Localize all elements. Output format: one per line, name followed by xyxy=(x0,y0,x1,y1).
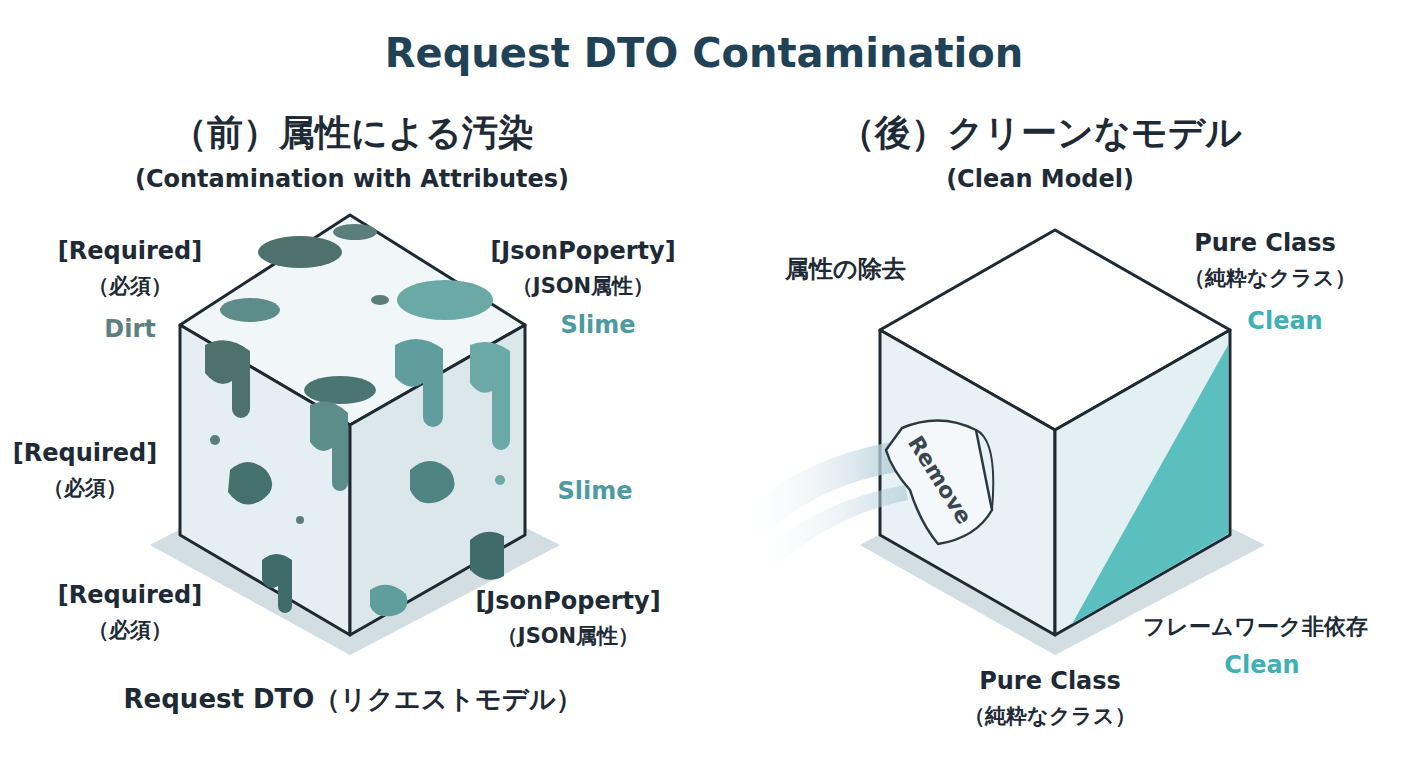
attribute-note: （JSON属性） xyxy=(497,624,639,648)
dirty-dto-cube: Request DTO（リクエストモデル） xyxy=(178,213,528,638)
attribute-name: [Required] xyxy=(58,582,202,610)
slime-spot xyxy=(495,475,505,485)
attribute-note: （必須） xyxy=(88,618,172,642)
dirt-spot xyxy=(371,295,389,305)
section-heading: （前）属性による汚染 xyxy=(171,112,534,153)
dirt-drip xyxy=(310,401,348,491)
dirt-blob xyxy=(220,298,280,322)
dirt-blob xyxy=(258,236,342,268)
cloth-outline xyxy=(886,420,992,544)
action-label: 属性の除去 xyxy=(785,256,906,284)
slime-blob xyxy=(370,585,407,616)
dirt-drip xyxy=(205,340,250,418)
attribute-name: [JsonPoperty] xyxy=(490,238,675,266)
dirt-label: Dirt xyxy=(104,316,155,344)
dirt-blob xyxy=(470,532,504,580)
cube-left-face xyxy=(180,325,350,635)
attribute-name: [Required] xyxy=(58,238,202,266)
slime-blob xyxy=(397,280,493,320)
section-subheading: (Clean Model) xyxy=(946,166,1134,194)
dirt-blob xyxy=(304,376,376,404)
slime-label: Slime xyxy=(560,312,635,340)
cube-caption: Request DTO（リクエストモデル） xyxy=(124,682,583,717)
attribute-name: [Required] xyxy=(13,440,157,468)
attribute-note: （必須） xyxy=(43,476,127,500)
slime-drip xyxy=(470,342,510,450)
slime-label: Slime xyxy=(557,478,632,506)
class-label: Pure Class xyxy=(979,668,1121,696)
dirt-spot xyxy=(210,435,220,445)
cube-shine xyxy=(1072,345,1228,624)
dirt-drip xyxy=(262,554,292,613)
dirt-spot xyxy=(296,516,304,524)
dirt-blob xyxy=(228,462,272,505)
remove-cloth: Remove xyxy=(880,410,1000,550)
section-heading: （後）クリーンなモデル xyxy=(839,112,1242,153)
class-label: Pure Class xyxy=(1194,230,1336,258)
cloth-fold xyxy=(976,430,993,510)
feature-label: フレームワーク非依存 xyxy=(1143,614,1368,639)
attribute-name: [JsonPoperty] xyxy=(475,588,660,616)
slime-blob xyxy=(410,461,455,503)
slime-drip xyxy=(395,339,443,427)
section-subheading: (Contamination with Attributes) xyxy=(135,166,569,194)
cube-left-face xyxy=(880,330,1055,635)
diagram-title: Request DTO Contamination xyxy=(385,30,1024,76)
clean-label: Clean xyxy=(1247,308,1322,336)
class-note: （純粋なクラス） xyxy=(1184,266,1356,290)
dirt-blob xyxy=(333,224,377,240)
cube-right-face xyxy=(1055,330,1230,635)
motion-trail xyxy=(745,485,908,575)
attribute-note: （必須） xyxy=(88,274,172,298)
class-note: （純粋なクラス） xyxy=(964,704,1136,728)
attribute-note: （JSON属性） xyxy=(512,274,654,298)
clean-label: Clean xyxy=(1224,652,1299,680)
